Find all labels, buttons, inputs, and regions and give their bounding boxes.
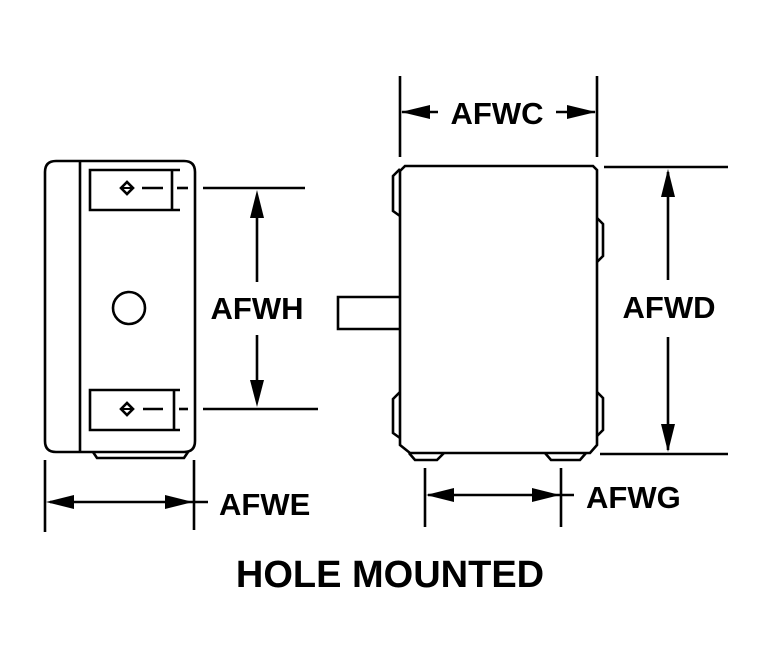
arrow-up-icon <box>661 169 675 197</box>
afwg-label: AFWG <box>586 480 681 515</box>
arrow-left-icon <box>46 495 74 509</box>
bottom-mounting-bracket <box>88 388 188 432</box>
dimension-afwe: AFWE <box>43 460 310 532</box>
arrow-right-icon <box>165 495 193 509</box>
arrow-left-icon <box>426 488 454 502</box>
left-view <box>43 159 197 460</box>
right-tab-bottom <box>596 391 605 437</box>
arrow-right-icon <box>567 105 596 119</box>
left-tab-bottom <box>391 391 401 440</box>
top-mounting-bracket <box>88 168 188 212</box>
afwh-label: AFWH <box>211 291 304 326</box>
arrow-down-icon <box>250 380 264 407</box>
dimension-afwd: AFWD <box>600 165 728 456</box>
center-hole-icon <box>111 290 147 326</box>
afwc-label: AFWC <box>451 96 544 131</box>
left-tab-top <box>391 168 401 218</box>
left-view-foot <box>91 451 190 460</box>
foot-right <box>544 452 587 462</box>
arrow-left-icon <box>401 105 430 119</box>
dimension-afwg: AFWG <box>423 468 681 527</box>
foot-left <box>408 452 445 462</box>
arrow-right-icon <box>532 488 560 502</box>
afwe-label: AFWE <box>219 487 310 522</box>
diagram-title: HOLE MOUNTED <box>236 554 544 596</box>
right-tab-middle <box>596 217 605 263</box>
afwd-label: AFWD <box>623 290 716 325</box>
arrow-down-icon <box>661 424 675 452</box>
arrow-up-icon <box>250 190 264 218</box>
dimension-afwc: AFWC <box>398 76 599 157</box>
left-view-body-outline <box>43 159 197 454</box>
dimension-afwh: AFWH <box>203 186 318 411</box>
right-view <box>336 164 605 462</box>
right-view-body-outline <box>398 164 599 455</box>
shaft <box>336 295 400 331</box>
